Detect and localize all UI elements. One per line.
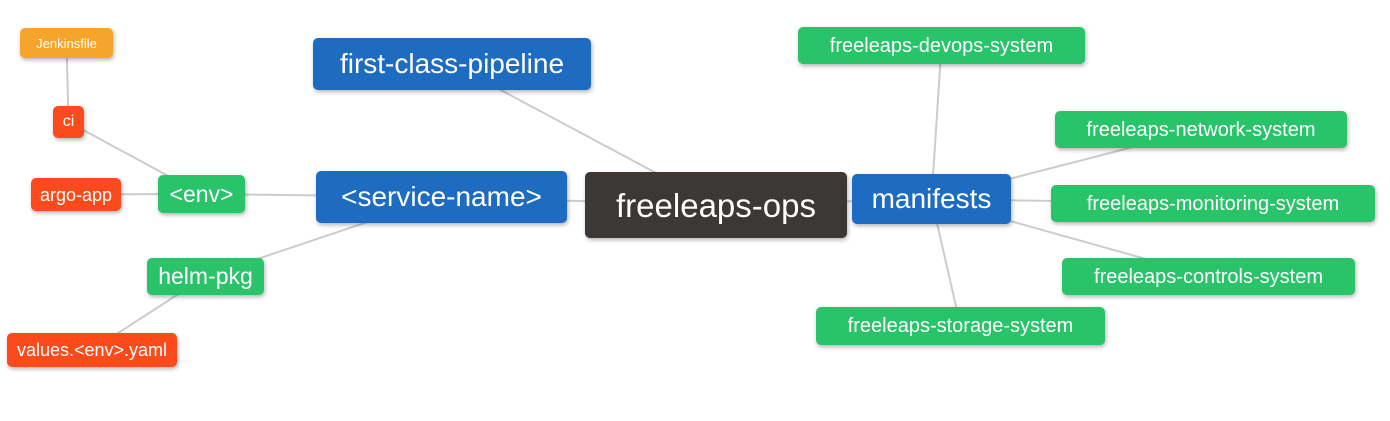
- node-label: freeleaps-monitoring-system: [1086, 192, 1340, 215]
- node-storage-system[interactable]: freeleaps-storage-system: [816, 307, 1105, 345]
- node-label: values.<env>.yaml: [16, 340, 168, 360]
- node-label: freeleaps-controls-system: [1094, 265, 1323, 288]
- node-label: freeleaps-ops: [616, 186, 816, 224]
- node-label: Jenkinsfile: [36, 35, 97, 51]
- edge-manifests-devops-system: [930, 45, 943, 200]
- node-helm-pkg[interactable]: helm-pkg: [147, 258, 264, 295]
- node-label: argo-app: [39, 184, 113, 205]
- node-freeleaps-ops[interactable]: freeleaps-ops: [585, 172, 847, 238]
- node-monitoring-system[interactable]: freeleaps-monitoring-system: [1051, 185, 1375, 222]
- node-label: freeleaps-network-system: [1086, 118, 1316, 141]
- node-devops-system[interactable]: freeleaps-devops-system: [798, 27, 1085, 64]
- node-service-name[interactable]: <service-name>: [316, 171, 567, 223]
- node-manifests[interactable]: manifests: [852, 174, 1011, 224]
- node-network-system[interactable]: freeleaps-network-system: [1055, 111, 1347, 148]
- node-label: ci: [62, 113, 75, 130]
- node-first-class-pipeline[interactable]: first-class-pipeline: [313, 38, 591, 90]
- node-label: manifests: [871, 183, 992, 214]
- node-label: freeleaps-storage-system: [847, 315, 1074, 337]
- node-ci[interactable]: ci: [53, 106, 84, 138]
- node-jenkinsfile[interactable]: Jenkinsfile: [20, 28, 113, 58]
- node-label: <service-name>: [341, 181, 542, 212]
- node-controls-system[interactable]: freeleaps-controls-system: [1062, 258, 1355, 295]
- node-label: first-class-pipeline: [339, 48, 565, 79]
- node-env[interactable]: <env>: [158, 175, 245, 213]
- node-values-env-yaml[interactable]: values.<env>.yaml: [7, 333, 177, 367]
- node-label: <env>: [169, 180, 234, 207]
- node-label: freeleaps-devops-system: [829, 34, 1054, 57]
- node-label: helm-pkg: [158, 263, 253, 289]
- node-argo-app[interactable]: argo-app: [31, 178, 121, 211]
